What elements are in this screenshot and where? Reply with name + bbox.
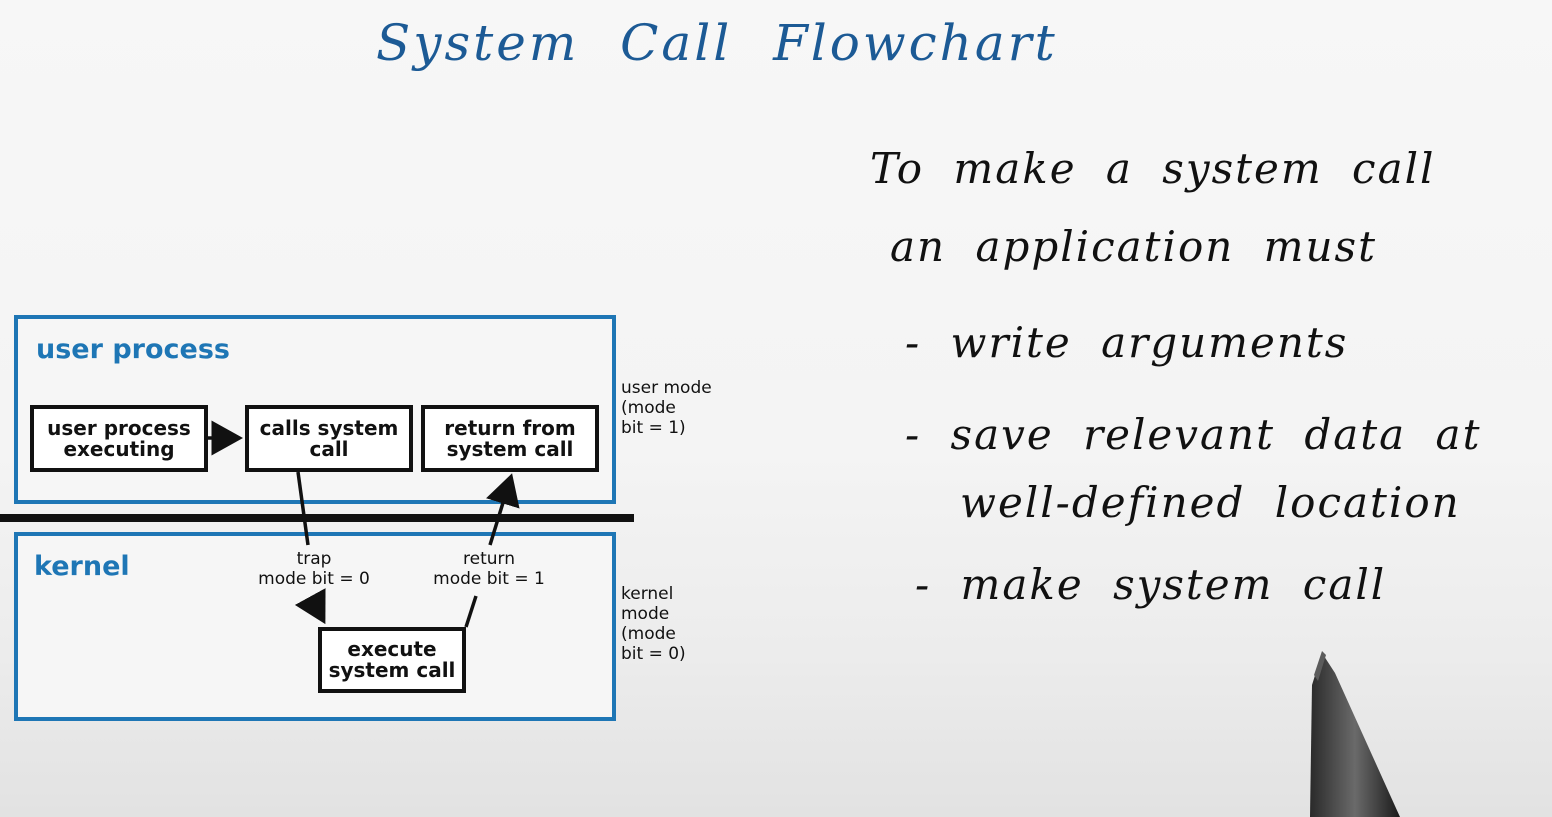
mode-boundary-line [0,514,634,522]
step-user-process-executing: user process executing [30,405,208,472]
user-mode-label: user mode (mode bit = 1) [621,378,712,438]
note-bullet-write-arguments: - write arguments [905,318,1349,367]
note-bullet-save-data: - save relevant data at [905,410,1482,459]
step-return-from-system-call: return from system call [421,405,599,472]
trap-label: trap mode bit = 0 [258,549,370,589]
page-title: System Call Flowchart [376,14,1058,72]
step-execute-system-call: execute system call [318,627,466,693]
kernel-region [14,532,616,721]
kernel-label: kernel [34,551,130,582]
return-label: return mode bit = 1 [433,549,545,589]
arrow-execute-to-return [464,595,478,628]
arrow-return-to-box [486,473,520,546]
note-bullet-make-system-call: - make system call [915,560,1387,609]
note-bullet-save-data-continued: well-defined location [960,478,1461,527]
user-process-label: user process [36,334,230,365]
pen-icon [1310,651,1400,817]
step-calls-system-call: calls system call [245,405,413,472]
arrow-calls-to-trap [296,471,310,546]
note-intro-line-2: an application must [890,222,1377,271]
note-intro-line-1: To make a system call [870,144,1436,193]
arrow-trap-to-execute [294,588,326,625]
kernel-mode-label: kernel mode (mode bit = 0) [621,584,686,664]
